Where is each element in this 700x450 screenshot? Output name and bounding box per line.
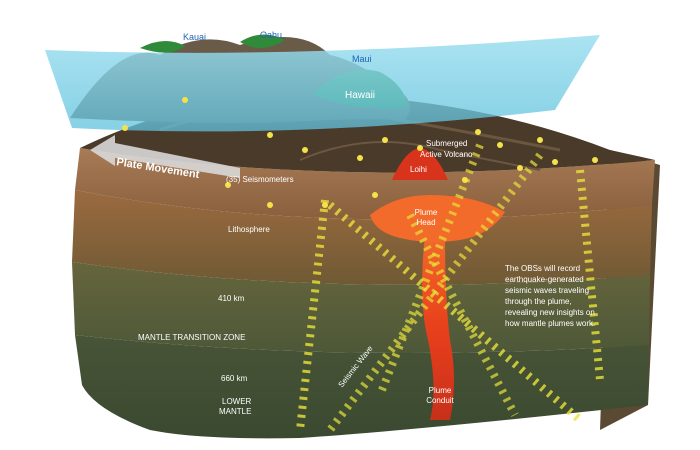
seismometer (417, 145, 423, 151)
plate-movement-arrow (90, 135, 240, 178)
label-plume-head-line1: Plume (415, 208, 438, 217)
annotation-line: how mantle plumes work. (505, 319, 595, 328)
seismometer (302, 147, 308, 153)
seismometer (462, 177, 468, 183)
label-plume-head-line2: Head (416, 218, 435, 227)
seismic-ray (326, 152, 544, 433)
label-mantle-transition-zone: MANTLE TRANSITION ZONE (138, 333, 245, 342)
label-hawaii: Hawaii (345, 90, 375, 101)
seismometer (225, 182, 231, 188)
seismometer (382, 137, 388, 143)
annotation-line: revealing new insights on (505, 308, 595, 317)
annotation-line: seismic waves traveling (505, 286, 589, 295)
ocean-surface (45, 35, 600, 132)
annotation-line: earthquake-generated (505, 275, 584, 284)
label-seismometers: (35) Seismometers (226, 175, 294, 184)
annotation-text: The OBSs will record earthquake-generate… (505, 264, 595, 328)
label-submerged-line1: Submerged (426, 139, 467, 148)
seismic-ray (327, 201, 583, 424)
seismometer (122, 125, 128, 131)
seismometer (592, 157, 598, 163)
seismometer (552, 159, 558, 165)
seismometer (475, 129, 481, 135)
seismometer (372, 192, 378, 198)
plume-conduit (422, 235, 454, 420)
label-submerged-line2: Active Volcano (420, 150, 473, 159)
island-oahu (240, 34, 285, 49)
seismic-wave-rays (296, 143, 604, 433)
label-lithosphere: Lithosphere (228, 225, 270, 234)
seismic-ray (406, 213, 519, 417)
seismometer (182, 97, 188, 103)
label-maui: Maui (352, 54, 372, 64)
seismometer (357, 155, 363, 161)
island-labels: Kauai Oahu Maui Hawaii (183, 30, 375, 101)
annotation-line: through the plume, (505, 297, 572, 306)
seismometer (517, 165, 523, 171)
plume-head (370, 195, 505, 243)
seismometer (322, 202, 328, 208)
label-lower-line1: LOWER (222, 397, 252, 406)
seismometer (537, 137, 543, 143)
label-oahu: Oahu (260, 30, 282, 40)
transition-zone-layer (72, 262, 650, 353)
seismometer (267, 202, 273, 208)
label-lower-line2: MANTLE (219, 407, 251, 416)
seismometer (267, 132, 273, 138)
label-plume-conduit-line1: Plume (429, 386, 452, 395)
annotation-line: The OBSs will record (505, 264, 580, 273)
seismic-ray (296, 199, 329, 431)
label-plume-conduit-line2: Conduit (426, 396, 454, 405)
label-660km: 660 km (221, 374, 248, 383)
label-loihi: Loihi (410, 165, 427, 174)
island-kauai (140, 40, 185, 53)
label-410km: 410 km (218, 294, 245, 303)
label-kauai: Kauai (183, 32, 206, 42)
seismometer-markers (122, 97, 598, 208)
loihi-volcano (392, 148, 448, 180)
seismometer (497, 142, 503, 148)
